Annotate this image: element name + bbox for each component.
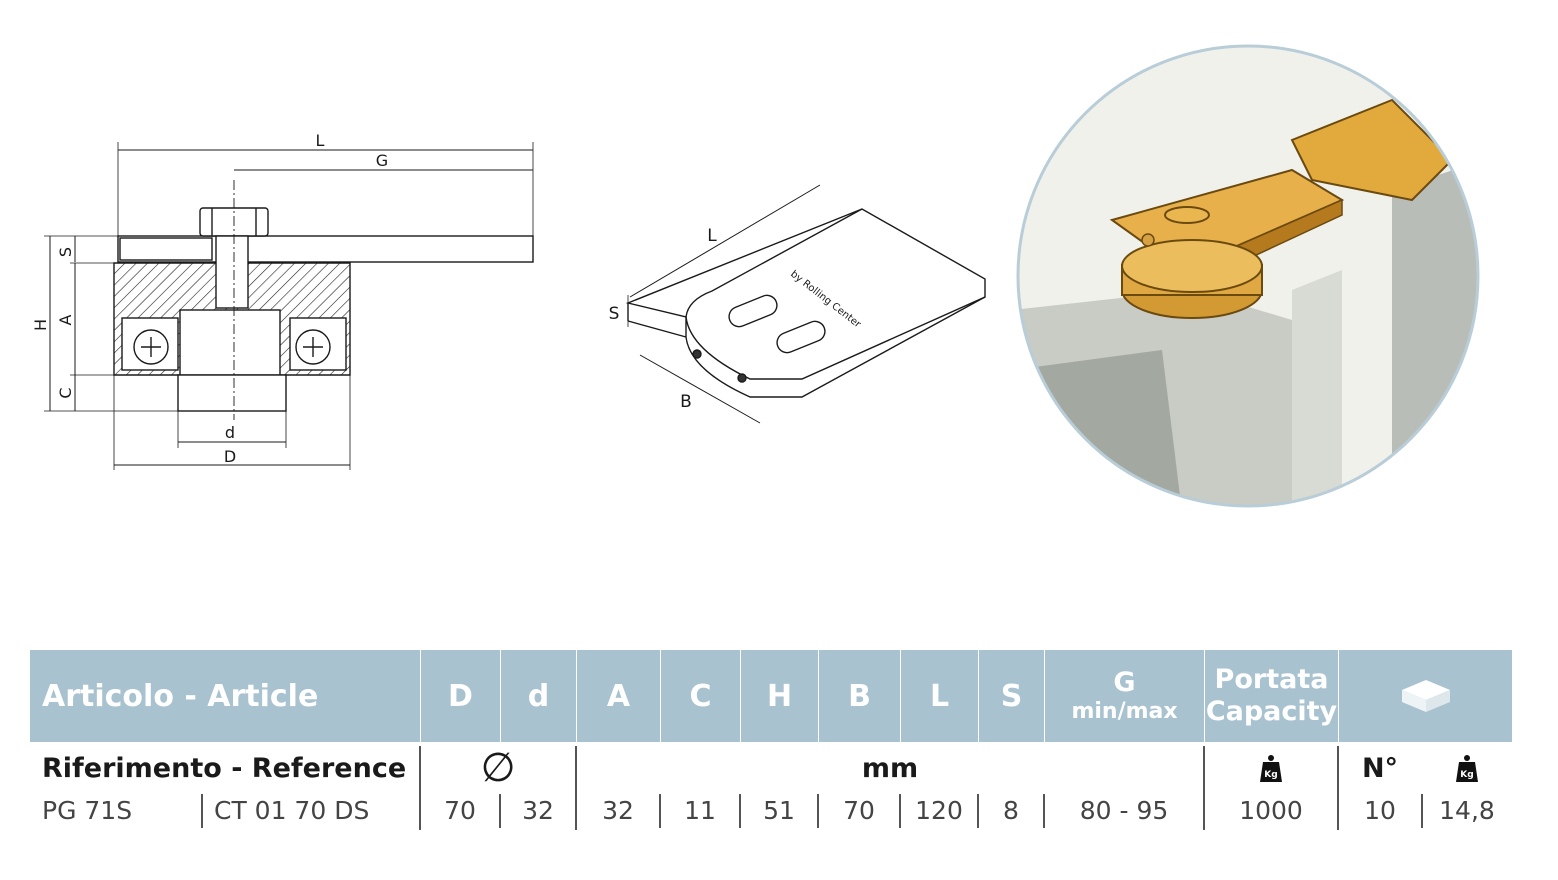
cell-H: 51 [763,795,795,825]
count-label: N° [1361,752,1399,784]
table-header: Articolo - Article D d A C H B L S G min… [30,650,1512,742]
dim-label-D: D [224,447,236,466]
header-G: G min/max [1044,650,1204,742]
cell-d: 32 [522,795,554,825]
plate-dim-label-S: S [609,304,620,324]
header-C: C [660,650,740,742]
header-d: d [500,650,576,742]
weight-kg-icon-text: Kg [1264,770,1277,780]
cell-C: 11 [684,795,716,825]
table-row: PG 71S CT 01 70 DS 70 32 32 11 51 70 120… [30,790,1512,830]
header-D: D [420,650,500,742]
column-divider [1337,746,1339,830]
column-divider [499,794,501,828]
dim-label-S: S [56,247,75,257]
header-H: H [740,650,818,742]
plate-drawing: L S B by Rolling Center [609,184,986,424]
column-divider [1203,746,1205,830]
cell-pack-count: 10 [1364,795,1396,825]
column-divider [1421,794,1423,828]
column-divider [899,794,901,828]
header-S: S [978,650,1044,742]
diameter-icon: ∅ [480,745,516,791]
column-divider [419,746,421,830]
header-G-label: G [1113,666,1136,698]
plate-dim-label-L: L [707,226,717,246]
cell-G: 80 - 95 [1079,795,1169,825]
cell-A: 32 [602,795,634,825]
weight-kg-icon-pack-text: Kg [1460,770,1473,780]
column-divider [575,746,577,830]
column-divider [977,794,979,828]
header-capacity: Portata Capacity [1204,650,1338,742]
cell-D: 70 [444,795,476,825]
unit-label: mm [861,752,919,784]
cell-capacity: 1000 [1239,795,1303,825]
header-G-sub: min/max [1071,699,1178,724]
dim-label-A: A [56,314,75,325]
column-divider [739,794,741,828]
reference-label: Riferimento - Reference [42,752,407,784]
dim-label-d: d [225,423,235,442]
cell-S: 8 [1003,795,1019,825]
dim-label-L: L [316,131,325,150]
header-article: Articolo - Article [42,678,319,714]
cell-L: 120 [915,795,963,825]
section-drawing: L G d D S H A C [31,131,534,470]
header-portata: Portata [1214,663,1329,695]
header-capacity-label: Capacity [1205,696,1338,727]
installation-illustration [1016,44,1480,508]
dim-label-G: G [376,151,388,170]
header-L: L [900,650,978,742]
weight-kg-icon-pack: Kg [1422,746,1512,790]
cell-B: 70 [843,795,875,825]
column-divider [817,794,819,828]
cell-reference: CT 01 70 DS [214,795,370,825]
column-divider [659,794,661,828]
dim-label-C: C [56,387,75,398]
dim-label-H: H [31,319,50,331]
header-A: A [576,650,660,742]
cell-pack-weight: 14,8 [1439,795,1495,825]
package-icon [1338,650,1512,742]
weight-kg-icon: Kg [1204,746,1338,790]
cell-article: PG 71S [42,795,133,825]
column-divider [1043,794,1045,828]
column-divider [201,794,203,828]
units-row: Riferimento - Reference ∅ mm Kg N° Kg [30,745,1512,791]
header-B: B [818,650,900,742]
plate-dim-label-B: B [680,392,692,412]
